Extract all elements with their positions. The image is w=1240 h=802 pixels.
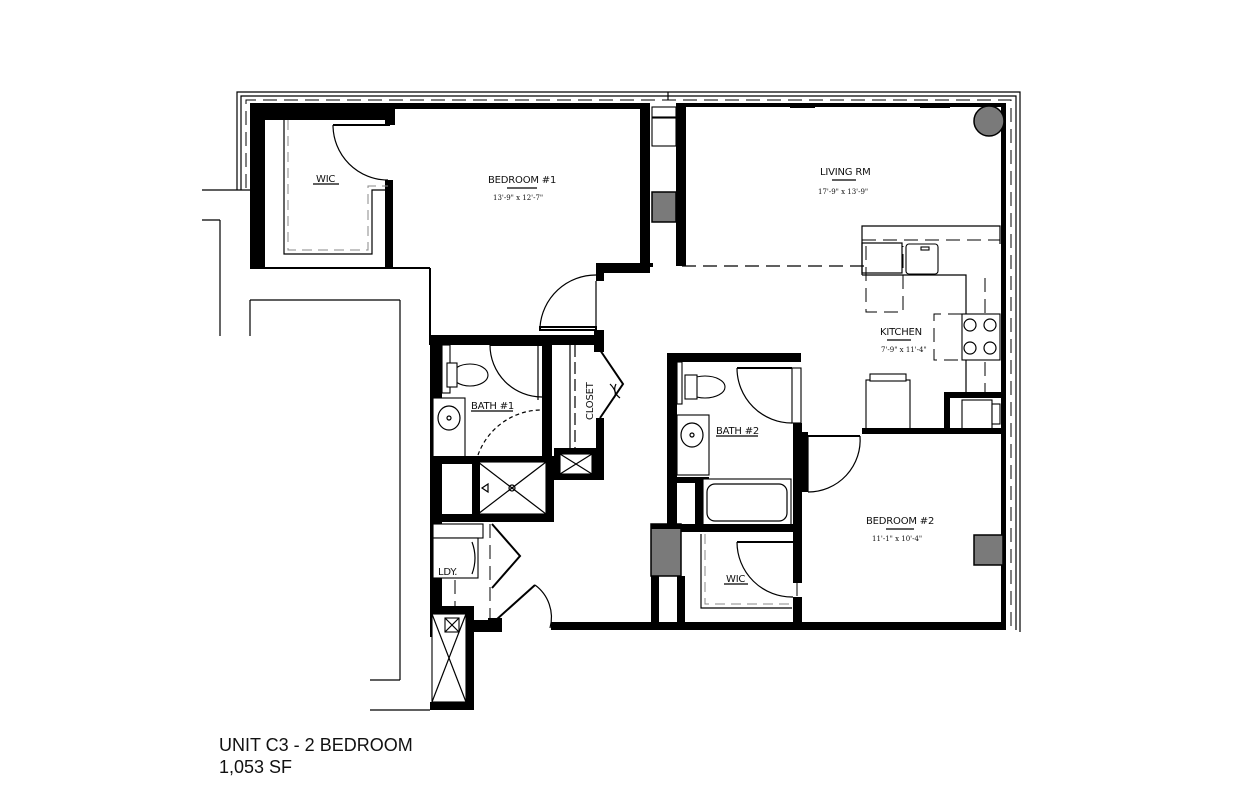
corridor-lines: [202, 189, 431, 711]
bath2-room: BATH #2: [667, 353, 802, 583]
laundry-room: LDY.: [430, 523, 553, 710]
bedroom1-room: BEDROOM #1 13'-9" x 12'-7": [488, 175, 650, 331]
living-label: LIVING RM: [820, 167, 871, 178]
closet-room: CLOSET: [554, 330, 625, 480]
bath2-label: BATH #2: [716, 426, 759, 437]
column-icon: [973, 105, 1005, 137]
fridge-icon: [865, 379, 911, 431]
kitchen-label: KITCHEN: [880, 327, 922, 338]
bath1-room: BATH #1: [430, 335, 600, 637]
column-icon: [650, 523, 682, 577]
wic1-label: WIC: [316, 174, 335, 185]
unit-title: UNIT C3 - 2 BEDROOM: [219, 735, 413, 755]
vanity-icon: [676, 414, 710, 476]
kitchen-room: KITCHEN 7'-9" x 11'-4": [861, 225, 1006, 434]
column-icon: [651, 191, 677, 223]
kitchen-dims: 7'-9" x 11'-4": [881, 346, 927, 354]
exterior-walls: [250, 103, 1006, 630]
bathtub-icon: [702, 478, 792, 526]
wic1-room: WIC: [250, 120, 430, 269]
bedroom1-dims: 13'-9" x 12'-7": [493, 194, 543, 202]
bath1-label: BATH #1: [471, 401, 514, 412]
sink-icon: [905, 243, 939, 275]
wic2-room: WIC: [650, 523, 802, 630]
bedroom2-room: BEDROOM #2 11'-1" x 10'-4": [802, 432, 1004, 566]
closet-label: CLOSET: [585, 381, 596, 420]
living-dims: 17'-9" x 13'-9": [818, 188, 868, 196]
living-room: LIVING RM 17'-9" x 13'-9": [818, 105, 1005, 196]
laundry-label: LDY.: [438, 567, 457, 578]
unit-area: 1,053 SF: [219, 757, 293, 777]
wic2-label: WIC: [726, 574, 745, 585]
vanity-icon: [432, 397, 466, 459]
balcony-outline: [236, 91, 1021, 632]
washer-dryer-icon: [432, 537, 479, 579]
mechanical-shaft: [651, 106, 865, 267]
hall-walls: [474, 263, 653, 632]
bedroom2-dims: 11'-1" x 10'-4": [872, 535, 922, 543]
water-heater-icon: [961, 399, 993, 431]
bedroom2-label: BEDROOM #2: [866, 516, 934, 527]
column-icon: [973, 534, 1004, 566]
bedroom1-label: BEDROOM #1: [488, 175, 556, 186]
